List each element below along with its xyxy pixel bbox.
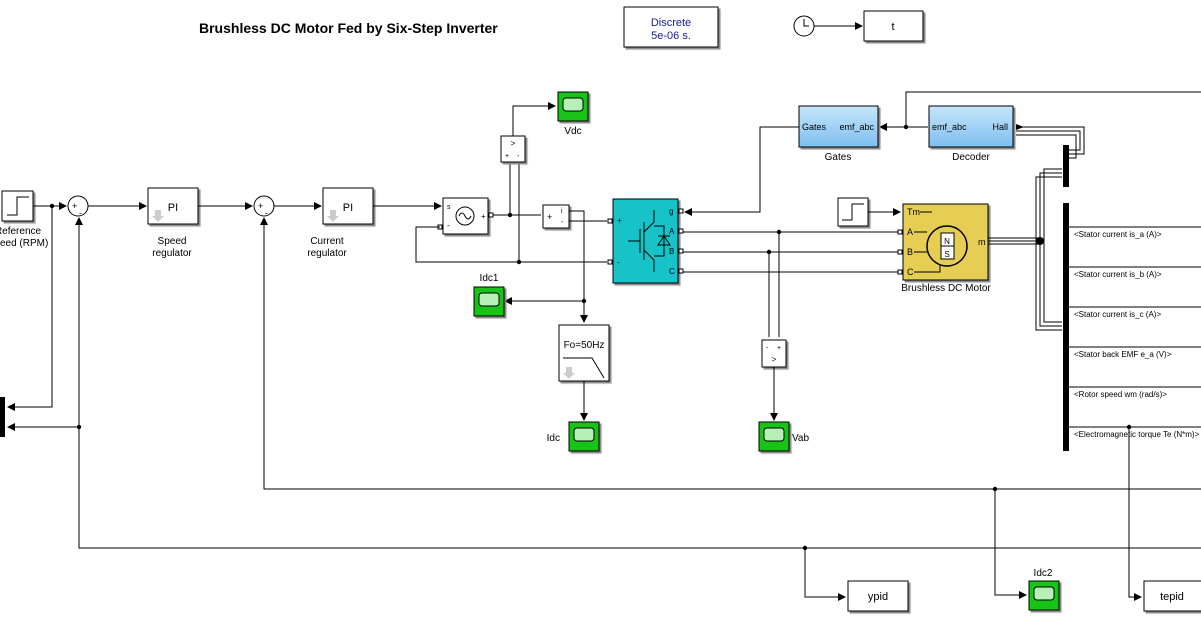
gates-out-port: emf_abc: [839, 122, 874, 132]
gates-subsystem[interactable]: [798, 105, 879, 148]
lowpass-filter-block[interactable]: [558, 324, 610, 382]
dc-current-measurement[interactable]: + i -: [542, 204, 570, 229]
inverter-minus-port: -: [617, 258, 620, 267]
to-workspace-ypid[interactable]: [847, 580, 909, 612]
inverter-c-port: C: [669, 267, 675, 276]
svg-text:>: >: [772, 355, 777, 364]
signal-stator-current-b: <Stator current is_b (A)>: [1074, 270, 1162, 279]
motor-a-port: A: [907, 227, 913, 237]
speed-regulator-caption-2: regulator: [152, 248, 192, 259]
svg-text:s: s: [447, 204, 451, 211]
svg-text:-: -: [265, 208, 268, 218]
inverter-g-port: g: [669, 207, 673, 216]
brushless-dc-motor[interactable]: [902, 203, 989, 281]
signal-bus-selector[interactable]: [1063, 203, 1069, 451]
svg-text:-: -: [447, 221, 450, 230]
inverter-plus-port: +: [617, 216, 622, 225]
signal-rotor-speed: <Rotor speed wm (rad/s)>: [1074, 390, 1167, 399]
speed-pi-label: PI: [168, 202, 178, 214]
inverter-a-port: A: [669, 227, 675, 236]
gates-caption: Gates: [825, 152, 852, 163]
reference-step-block[interactable]: [1, 190, 34, 222]
signal-back-emf-a: <Stator back EMF e_a (V)>: [1074, 350, 1172, 359]
svg-text:+: +: [481, 212, 486, 221]
gates-in-port: Gates: [802, 122, 827, 132]
current-pi-block[interactable]: [322, 187, 374, 225]
vab-voltage-measurement[interactable]: - + >: [761, 339, 787, 368]
current-error-sum[interactable]: + -: [253, 195, 275, 218]
svg-text:>: >: [511, 139, 516, 148]
inverter-b-port: B: [669, 247, 674, 256]
filter-label: Fo=50Hz: [564, 340, 605, 351]
decoder-subsystem[interactable]: [928, 105, 1014, 148]
decoder-caption: Decoder: [952, 152, 990, 163]
measurement-bus: [988, 237, 1040, 245]
svg-text:+: +: [258, 201, 263, 211]
svg-text:+: +: [777, 345, 781, 352]
solver-type: Discrete: [651, 17, 691, 29]
speed-pi-block[interactable]: [147, 187, 199, 225]
to-workspace-t[interactable]: [863, 10, 924, 42]
to-workspace-tepid-label: tepid: [1160, 591, 1184, 603]
svg-text:-: -: [766, 345, 769, 352]
vdc-voltage-measurement[interactable]: > + -: [500, 135, 526, 163]
svg-text:+: +: [72, 201, 77, 211]
speed-regulator-caption-1: Speed: [158, 236, 187, 247]
controlled-voltage-source[interactable]: s - +: [442, 197, 489, 235]
motor-caption: Brushless DC Motor: [901, 283, 991, 294]
vdc-scope[interactable]: [557, 91, 589, 122]
signal-stator-current-c: <Stator current is_c (A)>: [1074, 310, 1161, 319]
to-workspace-t-label: t: [891, 21, 894, 33]
model-title: Brushless DC Motor Fed by Six-Step Inver…: [199, 20, 498, 36]
svg-text:+: +: [505, 153, 509, 160]
idc1-scope-label: Idc1: [480, 273, 499, 284]
motor-s-pole: S: [944, 250, 949, 259]
powergui-block[interactable]: [623, 6, 719, 48]
motor-m-port: m: [978, 237, 986, 247]
motor-c-port: C: [907, 267, 914, 277]
idc2-scope-label: Idc2: [1034, 568, 1053, 579]
to-workspace-tepid[interactable]: [1143, 580, 1201, 612]
idc-scope-label: Idc: [547, 433, 560, 444]
vab-scope-label: Vab: [792, 433, 809, 444]
clock-block[interactable]: [793, 15, 815, 37]
vdc-scope-label: Vdc: [564, 126, 581, 137]
svg-text:-: -: [517, 153, 520, 160]
solver-step: 5e-06 s.: [651, 30, 691, 42]
current-regulator-caption-2: regulator: [307, 248, 347, 259]
left-mux-block[interactable]: [0, 397, 5, 437]
hall-bus-selector[interactable]: [1063, 145, 1069, 187]
motor-n-pole: N: [944, 237, 950, 246]
current-pi-label: PI: [343, 202, 353, 214]
reference-label-1: Reference: [0, 226, 42, 237]
svg-text:-: -: [79, 208, 82, 218]
vab-scope[interactable]: [758, 421, 790, 452]
svg-text:+: +: [547, 212, 552, 222]
to-workspace-ypid-label: ypid: [868, 591, 888, 603]
motor-b-port: B: [907, 247, 913, 257]
idc2-scope[interactable]: [1028, 580, 1060, 611]
signal-em-torque: <Electromagnetic torque Te (N*m)>: [1074, 430, 1200, 439]
six-step-inverter[interactable]: [612, 198, 679, 284]
svg-text:-: -: [561, 219, 564, 226]
load-torque-step[interactable]: [837, 197, 869, 227]
signal-stator-current-a: <Stator current is_a (A)>: [1074, 230, 1162, 239]
idc1-scope[interactable]: [473, 286, 505, 317]
reference-label-2: Speed (RPM): [0, 238, 48, 249]
idc-scope[interactable]: [568, 421, 600, 452]
speed-error-sum[interactable]: + -: [67, 195, 89, 218]
current-regulator-caption-1: Current: [310, 236, 344, 247]
decoder-out-port: Hall: [992, 122, 1008, 132]
decoder-in-port: emf_abc: [932, 122, 967, 132]
svg-text:i: i: [561, 208, 563, 215]
motor-tm-port: Tm: [907, 207, 920, 217]
